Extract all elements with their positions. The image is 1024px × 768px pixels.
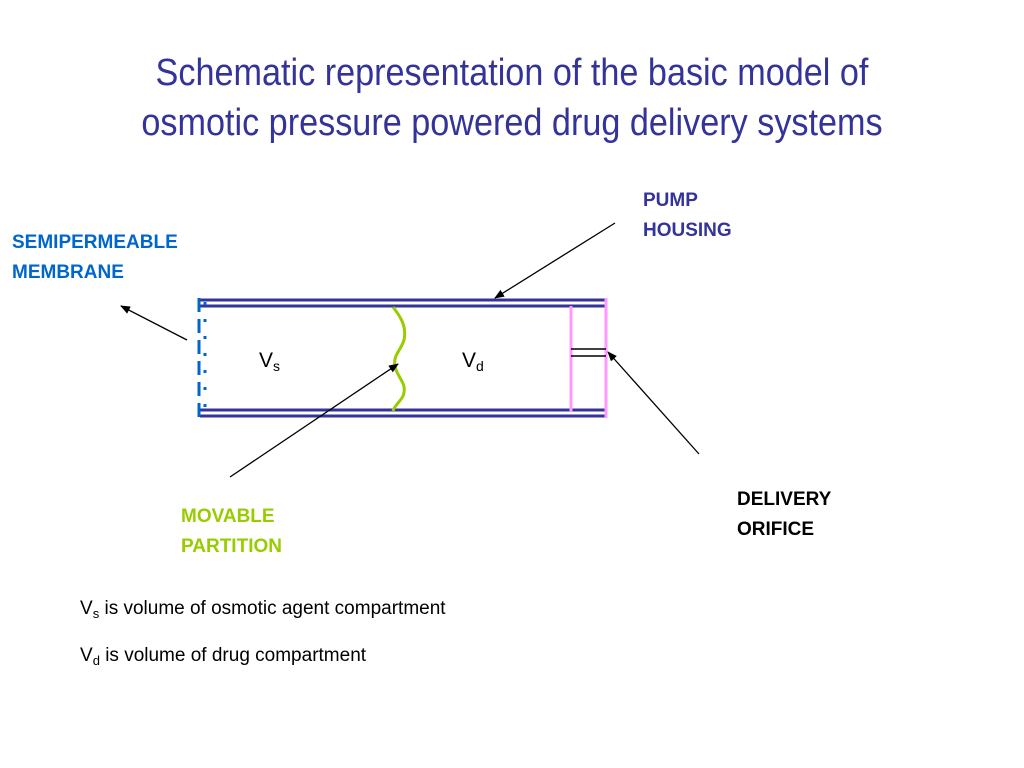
membrane-leader-arrow	[120, 305, 188, 341]
housing-leader-arrow	[494, 222, 616, 299]
semipermeable-membrane-label: SEMIPERMEABLE MEMBRANE	[12, 228, 178, 288]
vs-compartment-label: Vs	[259, 349, 280, 374]
pump-housing-label: PUMP HOUSING	[643, 186, 732, 246]
vs-subscript: s	[273, 358, 281, 374]
movable-partition-label: MOVABLE PARTITION	[181, 502, 282, 562]
orifice-leader-arrow	[607, 351, 700, 455]
legend-vs: Vs is volume of osmotic agent compartmen…	[80, 598, 446, 621]
partition-label-line-1: MOVABLE	[181, 506, 275, 527]
legend-vs-text: is volume of osmotic agent compartment	[99, 598, 446, 619]
legend-vd-text: is volume of drug compartment	[99, 645, 367, 666]
vd-compartment-label: Vd	[462, 349, 484, 374]
semipermeable-membrane	[197, 298, 207, 418]
housing-label-line-1: PUMP	[643, 190, 698, 211]
membrane-label-line-1: SEMIPERMEABLE	[12, 232, 178, 253]
legend-vd: Vd is volume of drug compartment	[80, 645, 366, 668]
pump-housing	[200, 298, 606, 418]
title-line-2: osmotic pressure powered drug delivery s…	[141, 102, 883, 144]
legend-vd-symbol: V	[80, 645, 93, 666]
orifice-label-line-2: ORIFICE	[737, 519, 815, 540]
delivery-orifice	[569, 298, 608, 418]
legend-vs-subscript: s	[92, 606, 100, 621]
partition-leader-arrow	[229, 363, 399, 478]
delivery-orifice-label: DELIVERY ORIFICE	[737, 485, 831, 545]
title-line-1: Schematic representation of the basic mo…	[155, 52, 869, 94]
vd-symbol: V	[462, 349, 477, 372]
vs-symbol: V	[259, 349, 274, 372]
legend-vd-subscript: d	[92, 653, 100, 668]
housing-label-line-2: HOUSING	[643, 220, 732, 241]
page-title: Schematic representation of the basic mo…	[51, 48, 973, 148]
legend-vs-symbol: V	[80, 598, 93, 619]
movable-partition	[391, 306, 407, 412]
orifice-label-line-1: DELIVERY	[737, 489, 832, 510]
vd-subscript: d	[476, 358, 484, 374]
partition-label-line-2: PARTITION	[181, 536, 282, 557]
membrane-label-line-2: MEMBRANE	[12, 262, 124, 283]
